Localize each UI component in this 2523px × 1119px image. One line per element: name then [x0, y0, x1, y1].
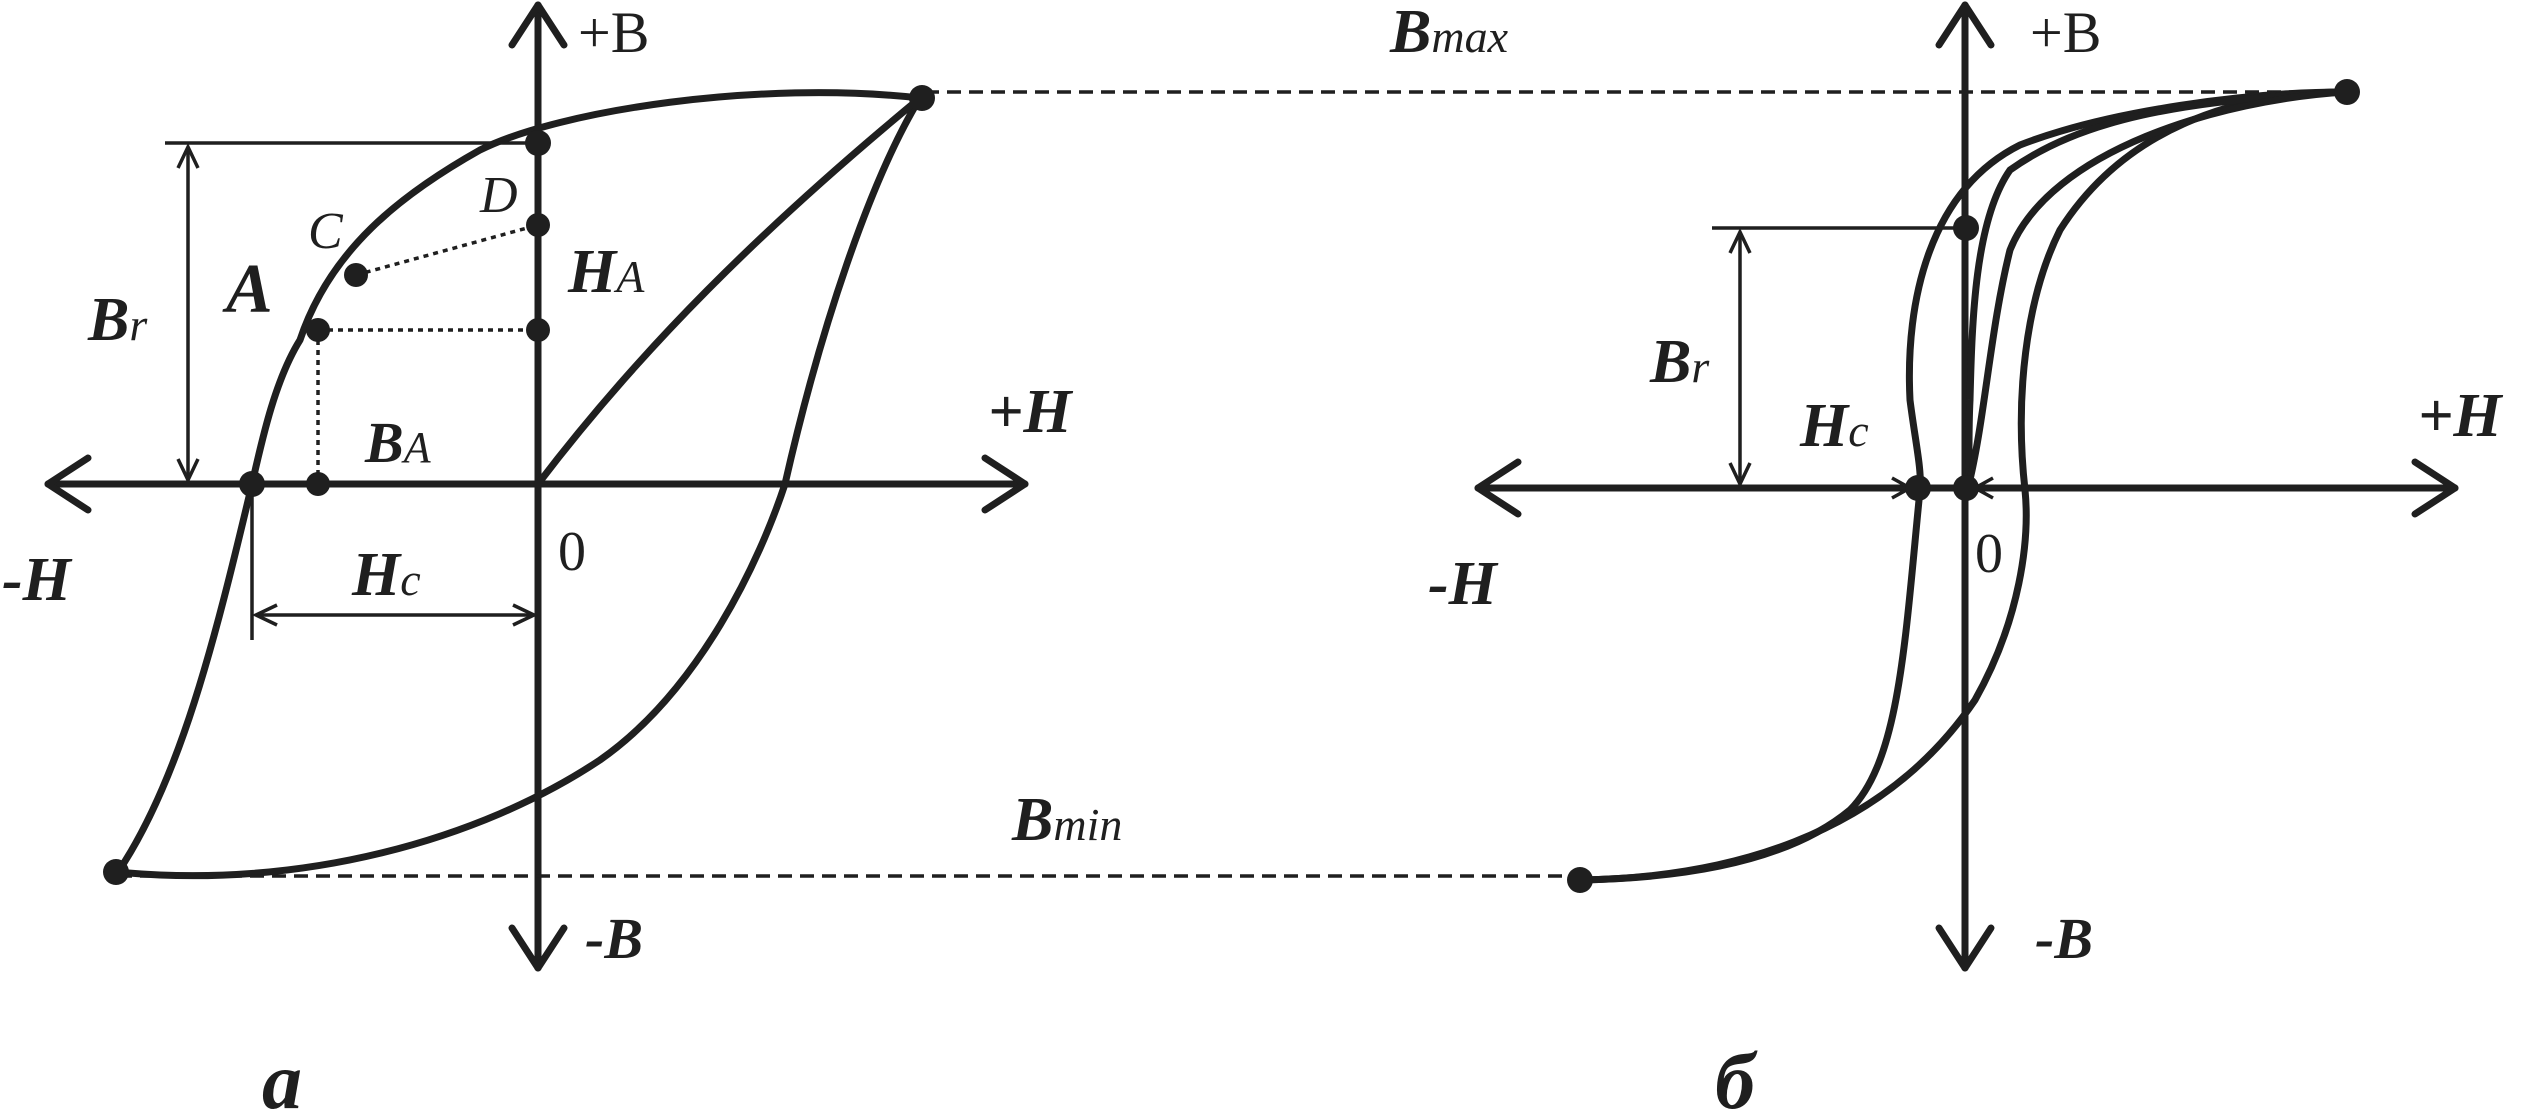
- panel-b-outer-lower-branch: [1576, 88, 2349, 884]
- panel-a-point-d-label: D: [479, 167, 518, 224]
- panel-a-hc-label: Hc: [351, 541, 421, 609]
- panel-b-br-label: Br: [1649, 328, 1710, 396]
- panel-a-initial-curve: [534, 94, 924, 488]
- panel-a-h-axis-left-arrow: [44, 454, 92, 514]
- panel-b-point-br: [1953, 215, 1979, 241]
- panel-a-ha-label: HA: [567, 238, 645, 306]
- panel-a-point-a: [306, 318, 330, 342]
- panel-a-ascending-branch: [114, 94, 924, 880]
- panel-b: +B -B +H -H 0 Br Hc б: [1428, 0, 2503, 1119]
- panel-a-b-axis-top-arrow: [508, 1, 568, 49]
- panel-b-point-bmin: [1567, 867, 1593, 893]
- bmax-label: Bmax: [1389, 0, 1509, 66]
- panel-a-ba-label: BA: [364, 410, 432, 475]
- panel-a-point-bmin: [103, 859, 129, 885]
- panel-a-br-arrow-bottom: [176, 458, 200, 485]
- panel-b-br-arrow-top: [1728, 227, 1752, 254]
- bmin-label: Bmin: [1011, 786, 1122, 854]
- panel-b-plus-b-label: +B: [2030, 0, 2101, 65]
- panel-a-point-bmax: [909, 85, 935, 111]
- panel-b-zero-label: 0: [1975, 523, 2003, 585]
- panel-b-br-arrow-bottom: [1728, 462, 1752, 489]
- panel-a-hc-arrow-left: [251, 603, 278, 627]
- panel-a-point-c-label: C: [308, 203, 344, 260]
- panel-a-plus-b-label: +B: [578, 0, 649, 65]
- panel-a-cd-guide: [355, 223, 539, 277]
- panel-a-hc-arrow-right: [512, 603, 539, 627]
- panel-b-point-hc-inner: [1953, 475, 1979, 501]
- panel-a: +B -B +H -H 0 Bmax Bmin Br Hc HA BA A C …: [2, 0, 2345, 1119]
- panel-a-point-c: [344, 263, 368, 287]
- panel-a-caption: а: [262, 1038, 302, 1119]
- panel-b-plus-h-label: +H: [2418, 382, 2503, 450]
- panel-b-inner-lower-branch: [1964, 88, 2349, 492]
- panel-b-b-axis-top-arrow: [1935, 1, 1995, 49]
- panel-a-minus-h-label: -H: [2, 546, 73, 614]
- panel-a-br-label: Br: [87, 286, 148, 354]
- panel-b-point-bmax: [2334, 79, 2360, 105]
- panel-a-point-ba: [306, 472, 330, 496]
- panel-a-b-axis-bottom-arrow: [508, 924, 568, 972]
- panel-b-point-hc-outer: [1905, 475, 1931, 501]
- panel-b-minus-h-label: -H: [1428, 550, 1499, 618]
- panel-a-h-axis-right-arrow: [981, 454, 1029, 514]
- panel-a-minus-b-label: -B: [585, 906, 643, 971]
- panel-a-point-hc: [239, 471, 265, 497]
- panel-b-minus-b-label: -B: [2035, 906, 2093, 971]
- panel-a-plus-h-label: +H: [988, 378, 1073, 446]
- panel-a-point-br: [525, 130, 551, 156]
- panel-b-caption: б: [1715, 1038, 1758, 1119]
- panel-a-point-a-label: A: [222, 251, 273, 328]
- panel-a-point-d: [526, 213, 550, 237]
- panel-b-hc-label: Hc: [1799, 392, 1869, 460]
- panel-a-point-ha: [526, 318, 550, 342]
- panel-b-h-axis-right-arrow: [2411, 458, 2459, 518]
- panel-a-zero-label: 0: [558, 521, 586, 583]
- panel-a-descending-branch: [114, 89, 924, 876]
- panel-a-br-arrow-top: [176, 142, 200, 169]
- panel-b-b-axis-bottom-arrow: [1935, 924, 1995, 972]
- panel-b-inner-upper-branch: [1964, 88, 2349, 492]
- panel-b-h-axis-left-arrow: [1474, 458, 1522, 518]
